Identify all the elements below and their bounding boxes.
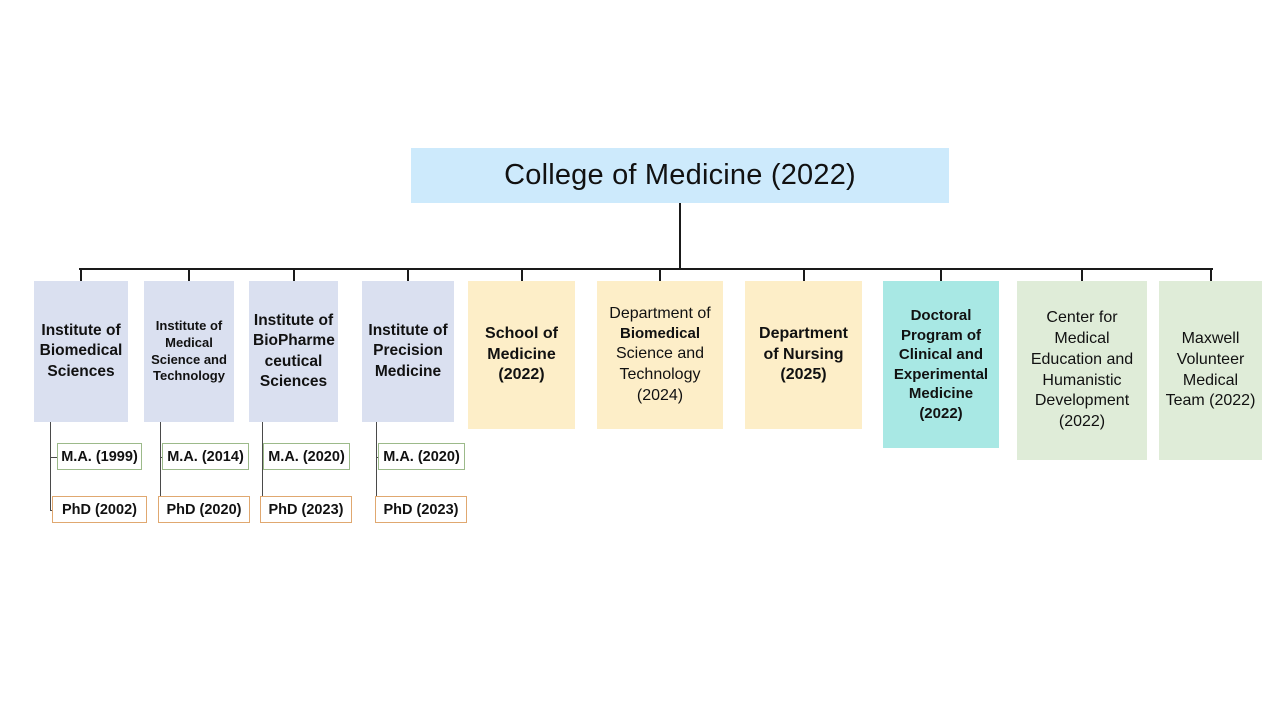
unit-label-line: Institute of [41,322,121,340]
unit-label-line: Volunteer [1176,350,1245,368]
unit-label-line: Precision [373,342,443,360]
branch-stem-connector [407,268,409,281]
unit-label-line: Technology [619,365,701,383]
unit-label-line: Doctoral [910,307,972,324]
unit-label-line: Biomedical [39,342,123,360]
unit-label-line: (2025) [780,366,827,384]
unit-box-dept-nursing[interactable]: Department of Nursing (2025) [745,281,862,429]
unit-label-line: Science and [151,351,227,367]
branch-stem-connector [521,268,523,281]
unit-label-line: Medicine [908,385,974,402]
degree-box-phd-inst-precision-medicine[interactable]: PhD (2023) [375,496,467,523]
degree-spine-connector [262,422,263,510]
unit-label-line: Clinical and [898,346,984,363]
unit-label-line: Medical [165,334,213,350]
branch-stem-connector [1210,268,1212,281]
degree-box-phd-inst-medical-science-technology[interactable]: PhD (2020) [158,496,250,523]
degree-spine-connector [376,422,377,510]
unit-label-line: Medicine [374,362,442,380]
unit-label-line: of Nursing [763,345,844,363]
unit-label-line: (2022) [498,366,545,384]
unit-label-line: Institute of [368,322,448,340]
unit-label-line: Science and [615,344,705,362]
unit-label-line: (2022) [1058,413,1106,431]
unit-label-line: Institute of [253,312,334,330]
unit-label-line: Medical [1054,329,1110,347]
unit-label-line: BioPharme [253,332,335,350]
branch-stem-connector [940,268,942,281]
root-node-college-of-medicine[interactable]: College of Medicine (2022) [411,148,949,203]
unit-label-line: Sciences [259,372,328,390]
unit-label-line: ceutical [264,352,323,370]
unit-label-line: (2024) [636,386,684,404]
branch-stem-connector [659,268,661,281]
unit-label-line: Humanistic [1042,371,1122,389]
degree-box-ma-inst-biomedical-sciences[interactable]: M.A. (1999) [57,443,142,470]
unit-label-line: Sciences [47,362,115,380]
degree-box-phd-inst-biomedical-sciences[interactable]: PhD (2002) [52,496,147,523]
unit-label-line: Education and [1030,350,1134,368]
unit-box-school-of-medicine[interactable]: School of Medicine (2022) [468,281,575,429]
unit-label-line: Maxwell [1181,329,1240,347]
degree-box-phd-inst-biopharmeceutical-sciences[interactable]: PhD (2023) [260,496,352,523]
branch-stem-connector [80,268,82,281]
degree-box-ma-inst-precision-medicine[interactable]: M.A. (2020) [378,443,465,470]
unit-label-line: Center for [1046,309,1118,327]
degree-elbow-connector-ma [160,457,162,458]
unit-label-line: Department of [609,304,711,322]
distribution-bar-connector [79,268,1213,270]
degree-elbow-connector-ma [50,457,57,458]
unit-label-line: Department [759,324,848,342]
branch-stem-connector [293,268,295,281]
unit-label-line: Program of [900,326,981,344]
branch-stem-connector [188,268,190,281]
degree-box-ma-inst-biopharmeceutical-sciences[interactable]: M.A. (2020) [263,443,350,470]
unit-label-line: Development [1034,392,1130,410]
unit-label-line: Team (2022) [1165,392,1256,410]
degree-spine-connector [160,422,161,510]
unit-label-line: Medical [1182,371,1239,389]
unit-label-line: Technology [153,368,225,384]
degree-elbow-connector-ma [376,457,378,458]
unit-label-line: Experimental [893,365,989,383]
root-stem-connector [679,203,681,269]
unit-label-line: Medicine [487,345,556,363]
degree-box-ma-inst-medical-science-technology[interactable]: M.A. (2014) [162,443,249,470]
unit-label-line: Institute of [155,317,223,333]
degree-spine-connector [50,422,51,510]
unit-label-line: (2022) [919,404,963,422]
branch-stem-connector [1081,268,1083,281]
degree-elbow-connector-phd [50,510,52,511]
unit-label-line: Biomedical [619,325,701,343]
branch-stem-connector [803,268,805,281]
unit-label-line: School of [485,324,558,342]
